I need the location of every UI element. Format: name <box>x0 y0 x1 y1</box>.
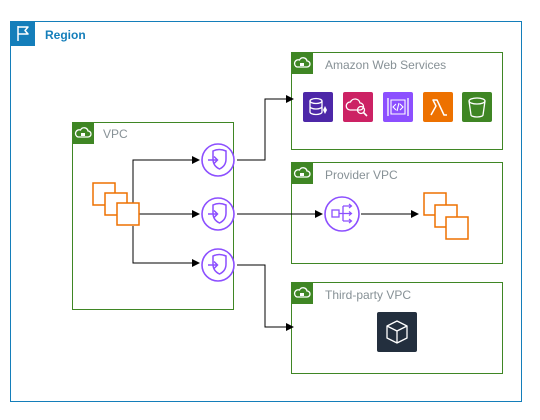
aws-label: Amazon Web Services <box>325 58 447 72</box>
provider-vpc-label: Provider VPC <box>325 168 398 182</box>
cloud-lock-icon <box>293 287 311 298</box>
provider-vpc-badge <box>291 162 313 184</box>
vpc-badge <box>72 122 94 144</box>
region-boundary <box>10 21 522 402</box>
provider-instances-icon <box>423 192 469 240</box>
vpc-label: VPC <box>103 127 128 141</box>
aws-badge <box>291 52 313 74</box>
api-service-icon <box>383 92 413 122</box>
network-load-balancer-icon <box>324 196 360 232</box>
instances-icon <box>92 182 140 226</box>
marketplace-box-icon <box>377 312 417 352</box>
lambda-icon <box>423 92 453 122</box>
cloud-lock-icon <box>74 127 92 138</box>
bucket-icon <box>462 92 492 122</box>
connector-source-to-endpoints <box>132 156 200 267</box>
provider-vpc-container <box>291 162 503 264</box>
region-badge <box>10 21 35 46</box>
flag-icon <box>17 26 29 41</box>
vpc-endpoint-icon <box>201 197 235 231</box>
third-party-vpc-label: Third-party VPC <box>325 288 412 302</box>
database-service-icon <box>303 92 333 122</box>
region-label: Region <box>45 28 86 42</box>
vpc-endpoint-icon <box>201 143 235 177</box>
vpc-endpoint-icon <box>201 248 235 282</box>
cloud-lock-icon <box>293 57 311 68</box>
connector-to-aws <box>237 95 294 161</box>
connector-to-third-party <box>237 264 294 331</box>
third-party-vpc-badge <box>291 282 313 304</box>
search-service-icon <box>343 92 373 122</box>
cloud-lock-icon <box>293 167 311 178</box>
